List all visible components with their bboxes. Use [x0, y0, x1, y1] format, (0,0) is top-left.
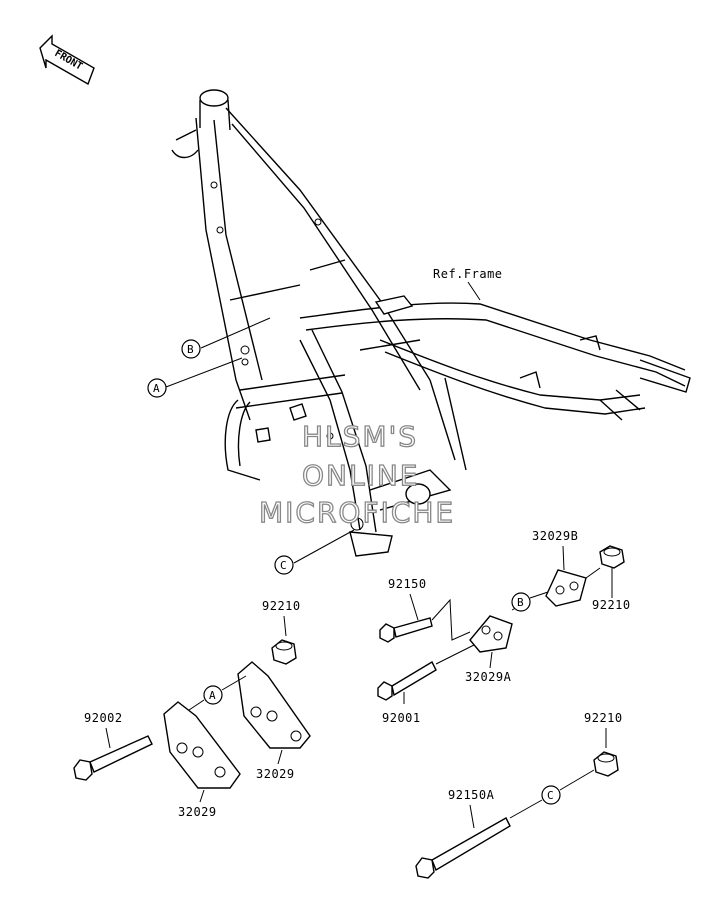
bolt-92150A-icon — [415, 817, 511, 879]
frame-drawing — [171, 89, 691, 557]
callout-c-frame: C — [274, 529, 355, 575]
part-label-92150A: 92150A — [448, 788, 495, 802]
callout-a-parts: A — [185, 675, 247, 713]
part-label-92210-top-right: 92210 — [592, 598, 631, 612]
watermark-line-1: HLSM'S — [302, 420, 418, 453]
part-label-32029A: 32029A — [465, 670, 512, 684]
plate-32029-left-icon — [163, 701, 241, 789]
front-arrow-icon: FRONT — [39, 34, 95, 86]
svg-text:B: B — [187, 343, 194, 356]
part-label-32029-left: 32029 — [178, 805, 217, 819]
watermark-line-3: MICROFICHE — [259, 496, 455, 529]
plate-32029-right-icon — [237, 661, 311, 749]
svg-text:C: C — [280, 559, 287, 572]
part-label-92210-left: 92210 — [262, 599, 301, 613]
svg-text:C: C — [547, 789, 554, 802]
ref-frame-label: Ref.Frame — [433, 267, 503, 281]
svg-text:B: B — [517, 596, 524, 609]
ref-frame-leader — [467, 281, 481, 301]
bolt-92002-icon — [73, 735, 153, 781]
svg-text:A: A — [153, 382, 160, 395]
watermark: HLSM'S ONLINE MICROFICHE — [258, 419, 455, 529]
callout-a-frame: A — [147, 357, 243, 398]
part-label-32029-right: 32029 — [256, 767, 295, 781]
plate-32029A-icon — [469, 615, 513, 653]
part-label-32029B: 32029B — [532, 529, 578, 543]
callout-b-parts: B — [511, 591, 549, 612]
nut-92210-top-right-icon — [599, 545, 625, 569]
nut-92210-bottom-right-icon — [593, 751, 619, 777]
part-label-92210-bottom-right: 92210 — [584, 711, 623, 725]
bolt-92150-icon — [379, 617, 433, 643]
svg-text:A: A — [209, 689, 216, 702]
part-label-92150: 92150 — [388, 577, 427, 591]
part-label-92002: 92002 — [84, 711, 123, 725]
nut-92210-left-icon — [271, 639, 297, 665]
watermark-line-2: ONLINE — [302, 459, 419, 492]
bolt-92001-icon — [377, 661, 437, 701]
part-label-92001: 92001 — [382, 711, 421, 725]
callout-b-frame: B — [181, 317, 271, 359]
plate-32029B-icon — [545, 569, 587, 607]
callout-c-parts: C — [509, 769, 595, 819]
